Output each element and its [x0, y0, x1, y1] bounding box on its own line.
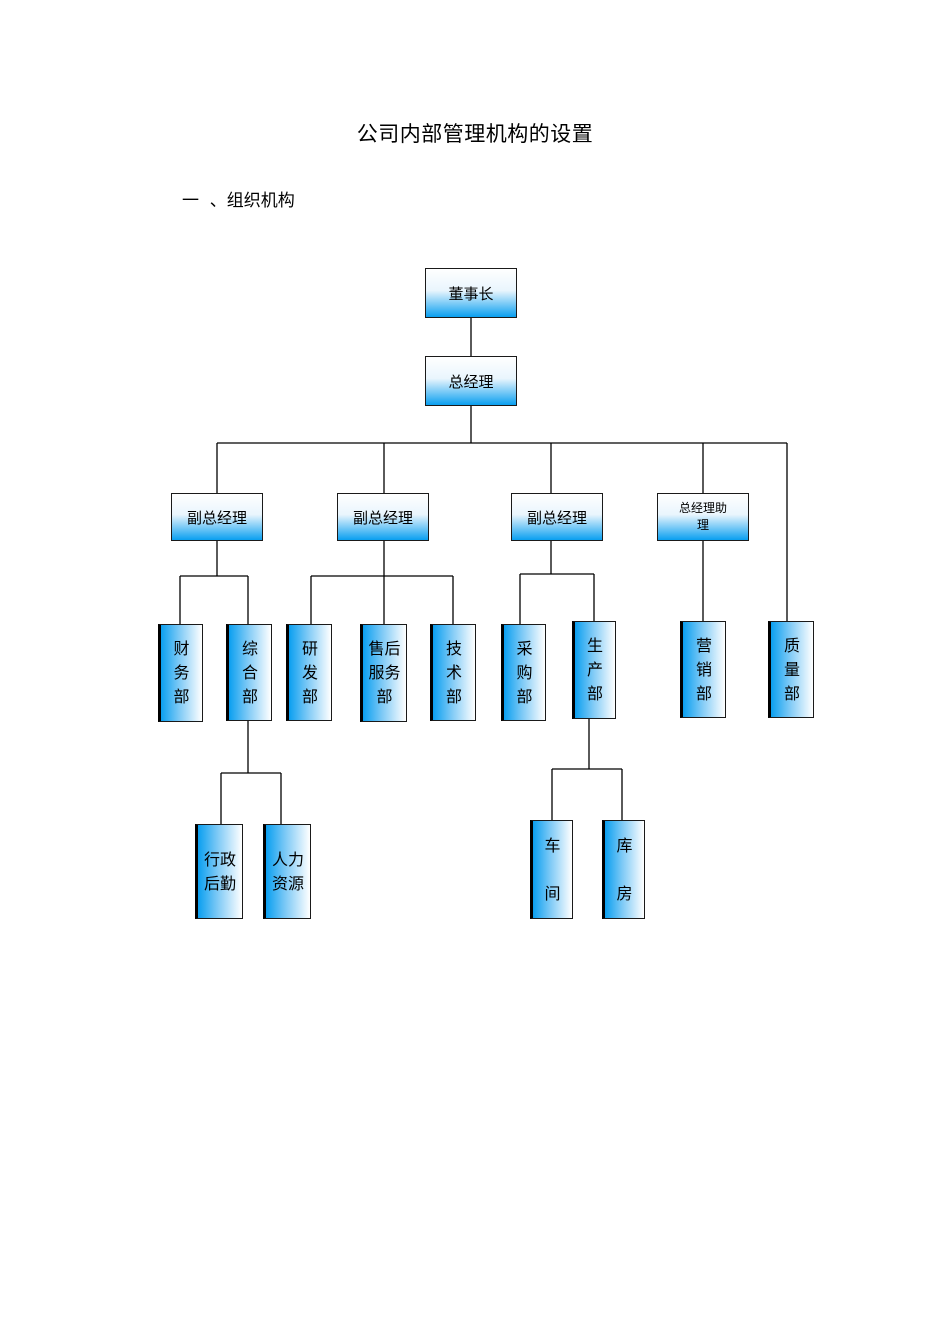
- gm-assistant-box: 总经理助理: [657, 493, 749, 541]
- rnd-dept-box: 研发部: [286, 624, 332, 721]
- procurement-dept-label: 采购部: [516, 638, 533, 706]
- document-title: 公司内部管理机构的设置: [356, 122, 594, 146]
- chairman-box: 董事长: [425, 268, 517, 318]
- finance-dept-box: 财务部: [158, 624, 203, 722]
- human-resources-label: 人力资源: [271, 849, 304, 893]
- chairman-label: 董事长: [448, 284, 494, 303]
- admin-logistics-box: 行政后勤: [195, 824, 243, 919]
- procurement-dept-box: 采购部: [501, 624, 546, 721]
- workshop-box: 车间: [530, 820, 573, 919]
- admin-logistics-label: 行政后勤: [203, 849, 236, 893]
- general-affairs-dept-box: 综合部: [226, 624, 272, 721]
- gm-assistant-label: 总经理助理: [679, 501, 728, 532]
- marketing-dept-box: 营销部: [680, 621, 726, 718]
- production-dept-label: 生产部: [586, 636, 603, 703]
- warehouse-box: 库房: [602, 820, 645, 919]
- section-heading: 一 、组织机构: [182, 191, 295, 211]
- vp-1-box: 副总经理: [171, 493, 263, 541]
- warehouse-label: 库房: [616, 835, 633, 903]
- vp-2-box: 副总经理: [337, 493, 429, 541]
- vp-2-label: 副总经理: [352, 508, 413, 527]
- technology-dept-label: 技术部: [445, 638, 462, 706]
- production-dept-box: 生产部: [572, 621, 616, 719]
- after-sales-dept-label: 售后服务部: [368, 639, 401, 706]
- vp-3-label: 副总经理: [526, 508, 587, 527]
- quality-dept-label: 质量部: [783, 635, 800, 703]
- quality-dept-box: 质量部: [768, 621, 814, 718]
- rnd-dept-label: 研发部: [301, 638, 318, 706]
- general-manager-label: 总经理: [448, 372, 494, 391]
- workshop-label: 车间: [544, 835, 561, 903]
- general-affairs-dept-label: 综合部: [241, 638, 258, 706]
- vp-1-label: 副总经理: [186, 508, 247, 527]
- technology-dept-box: 技术部: [430, 624, 476, 721]
- human-resources-box: 人力资源: [263, 824, 311, 919]
- finance-dept-label: 财务部: [173, 639, 190, 706]
- after-sales-dept-box: 售后服务部: [360, 624, 407, 722]
- marketing-dept-label: 营销部: [695, 635, 712, 703]
- general-manager-box: 总经理: [425, 356, 517, 406]
- vp-3-box: 副总经理: [511, 493, 603, 541]
